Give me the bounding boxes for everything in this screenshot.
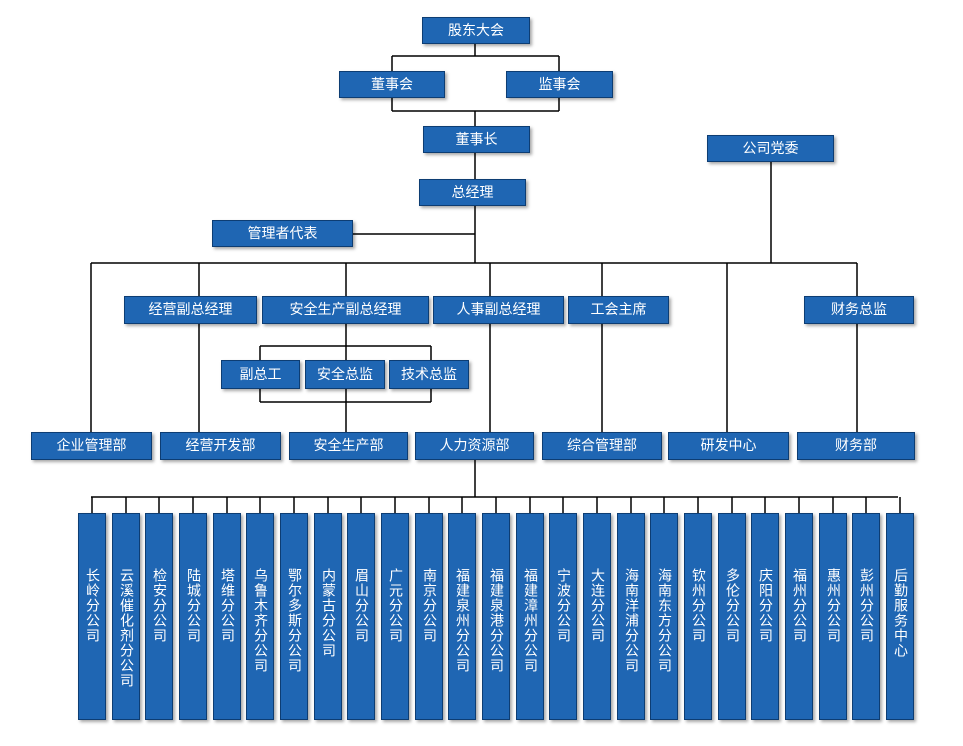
branch-label: 福建泉港分公司	[488, 568, 504, 673]
branch-label: 陆城分公司	[185, 568, 201, 643]
enterprise-management-dept-node: 企业管理部	[31, 432, 152, 460]
general-management-dept-node: 综合管理部	[542, 432, 662, 460]
business-vp-node: 经营副总经理	[124, 296, 257, 324]
human-resources-dept-node: 人力资源部	[415, 432, 534, 460]
branch-node: 塔维分公司	[213, 513, 241, 720]
branch-node: 海南东方分公司	[650, 513, 678, 720]
branch-label: 广元分公司	[387, 568, 403, 643]
branch-node: 福建泉港分公司	[482, 513, 510, 720]
branch-label: 检安分公司	[151, 568, 167, 643]
branch-node: 眉山分公司	[347, 513, 375, 720]
branch-label: 内蒙古分公司	[320, 568, 336, 658]
branch-label: 长岭分公司	[84, 568, 100, 643]
branch-label: 眉山分公司	[353, 568, 369, 643]
general-manager-node: 总经理	[419, 179, 526, 206]
branch-label: 庆阳分公司	[757, 568, 773, 643]
branch-label: 福州分公司	[791, 568, 807, 643]
safety-director-node: 安全总监	[305, 360, 385, 389]
management-representative-node: 管理者代表	[212, 220, 353, 247]
branch-node: 钦州分公司	[684, 513, 712, 720]
hr-vp-node: 人事副总经理	[433, 296, 564, 324]
finance-director-node: 财务总监	[804, 296, 914, 324]
branch-label: 大连分公司	[589, 568, 605, 643]
branch-label: 多伦分公司	[724, 568, 740, 643]
branch-node: 庆阳分公司	[751, 513, 779, 720]
branch-node: 陆城分公司	[179, 513, 207, 720]
branch-node: 检安分公司	[145, 513, 173, 720]
branch-label: 福建漳州分公司	[522, 568, 538, 673]
deputy-chief-engineer-node: 副总工	[221, 360, 300, 389]
safety-production-vp-node: 安全生产副总经理	[262, 296, 429, 324]
branch-label: 南京分公司	[421, 568, 437, 643]
branch-node: 海南洋浦分公司	[617, 513, 645, 720]
branch-label: 海南东方分公司	[656, 568, 672, 673]
branch-node: 后勤服务中心	[886, 513, 914, 720]
branch-label: 惠州分公司	[825, 568, 841, 643]
branch-node: 福建漳州分公司	[516, 513, 544, 720]
branch-node: 广元分公司	[381, 513, 409, 720]
rd-center-node: 研发中心	[668, 432, 789, 460]
finance-dept-node: 财务部	[797, 432, 915, 460]
branch-node: 福建泉州分公司	[448, 513, 476, 720]
board-of-directors-node: 董事会	[339, 71, 445, 98]
branch-node: 乌鲁木齐分公司	[246, 513, 274, 720]
union-chairman-node: 工会主席	[568, 296, 669, 324]
chairman-node: 董事长	[423, 126, 530, 153]
branch-label: 云溪催化剂分公司	[118, 568, 134, 688]
branch-node: 云溪催化剂分公司	[112, 513, 140, 720]
branch-node: 内蒙古分公司	[314, 513, 342, 720]
branch-node: 宁波分公司	[549, 513, 577, 720]
branch-node: 多伦分公司	[718, 513, 746, 720]
branch-label: 鄂尔多斯分公司	[286, 568, 302, 673]
branch-node: 彭州分公司	[852, 513, 880, 720]
safety-production-dept-node: 安全生产部	[289, 432, 408, 460]
branch-node: 大连分公司	[583, 513, 611, 720]
branch-label: 钦州分公司	[690, 568, 706, 643]
branch-node: 惠州分公司	[819, 513, 847, 720]
branch-label: 福建泉州分公司	[454, 568, 470, 673]
business-development-dept-node: 经营开发部	[160, 432, 281, 460]
branch-label: 乌鲁木齐分公司	[252, 568, 268, 673]
branch-node: 福州分公司	[785, 513, 813, 720]
board-of-supervisors-node: 监事会	[506, 71, 613, 98]
shareholders-meeting-node: 股东大会	[422, 17, 530, 44]
technical-director-node: 技术总监	[389, 360, 469, 389]
branch-label: 彭州分公司	[858, 568, 874, 643]
branch-label: 海南洋浦分公司	[623, 568, 639, 673]
branch-node: 南京分公司	[415, 513, 443, 720]
branch-node: 长岭分公司	[78, 513, 106, 720]
branch-label: 宁波分公司	[555, 568, 571, 643]
party-committee-node: 公司党委	[707, 135, 834, 162]
branch-node: 鄂尔多斯分公司	[280, 513, 308, 720]
branch-label: 后勤服务中心	[892, 568, 908, 658]
branch-label: 塔维分公司	[219, 568, 235, 643]
